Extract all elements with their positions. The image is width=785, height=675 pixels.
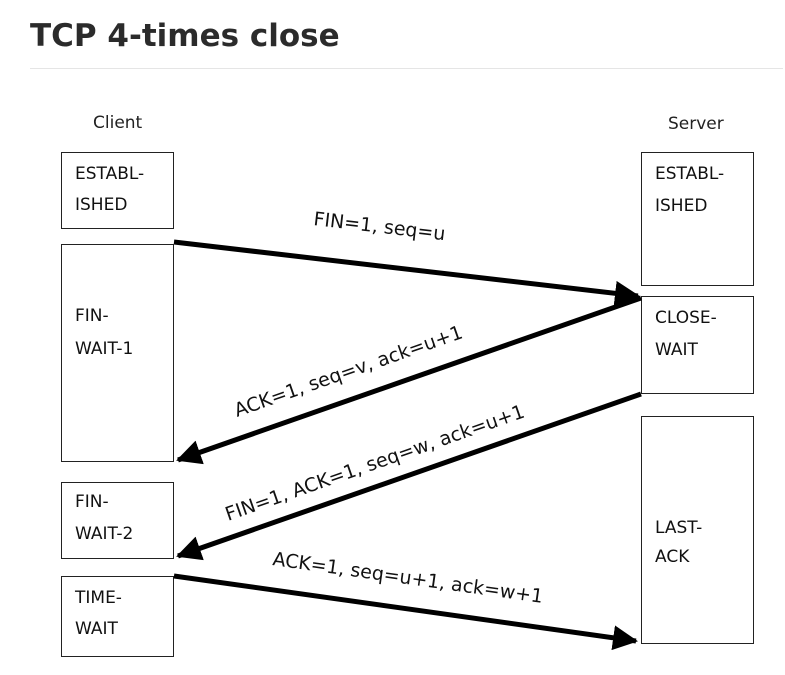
page-title: TCP 4-times close [30, 18, 340, 54]
title-divider [30, 68, 783, 69]
client-state-fin-wait-1: FIN- WAIT-1 [61, 244, 174, 462]
server-state-close-wait-line2: WAIT [655, 340, 698, 360]
arrow-fin-ack-server-to-client [176, 391, 642, 561]
server-state-last-ack-line1: LAST- [655, 518, 703, 538]
client-state-fin-wait-1-line2: WAIT-1 [75, 339, 134, 359]
client-label: Client [93, 113, 143, 133]
arrow-fin-client-to-server [173, 239, 640, 306]
server-state-close-wait-line1: CLOSE- [655, 308, 717, 328]
server-label: Server [668, 114, 724, 134]
client-state-established-line2: ISHED [75, 195, 128, 215]
client-state-fin-wait-2-line2: WAIT-2 [75, 524, 134, 544]
message-label-fin: FIN=1, seq=u [312, 208, 446, 245]
server-state-established-line1: ESTABL- [655, 164, 725, 184]
server-state-established: ESTABL- ISHED [641, 152, 754, 286]
client-state-fin-wait-2: FIN- WAIT-2 [61, 482, 174, 559]
client-state-established: ESTABL- ISHED [61, 152, 174, 229]
server-state-established-line2: ISHED [655, 196, 708, 216]
server-state-last-ack-line2: ACK [655, 547, 690, 567]
client-state-fin-wait-1-line1: FIN- [75, 306, 109, 326]
client-state-time-wait-line2: WAIT [75, 619, 118, 639]
message-label-final-ack: ACK=1, seq=u+1, ack=w+1 [271, 548, 544, 608]
client-state-established-line1: ESTABL- [75, 164, 145, 184]
server-state-close-wait: CLOSE- WAIT [641, 296, 754, 394]
server-state-last-ack: LAST- ACK [641, 416, 754, 644]
client-state-time-wait-line1: TIME- [75, 588, 122, 608]
message-label-fin-ack: FIN=1, ACK=1, seq=w, ack=u+1 [222, 401, 527, 526]
client-state-fin-wait-2-line1: FIN- [75, 492, 109, 512]
arrow-ack-server-to-client [176, 295, 642, 465]
client-state-time-wait: TIME- WAIT [61, 576, 174, 657]
arrow-ack-client-to-server [173, 573, 638, 651]
